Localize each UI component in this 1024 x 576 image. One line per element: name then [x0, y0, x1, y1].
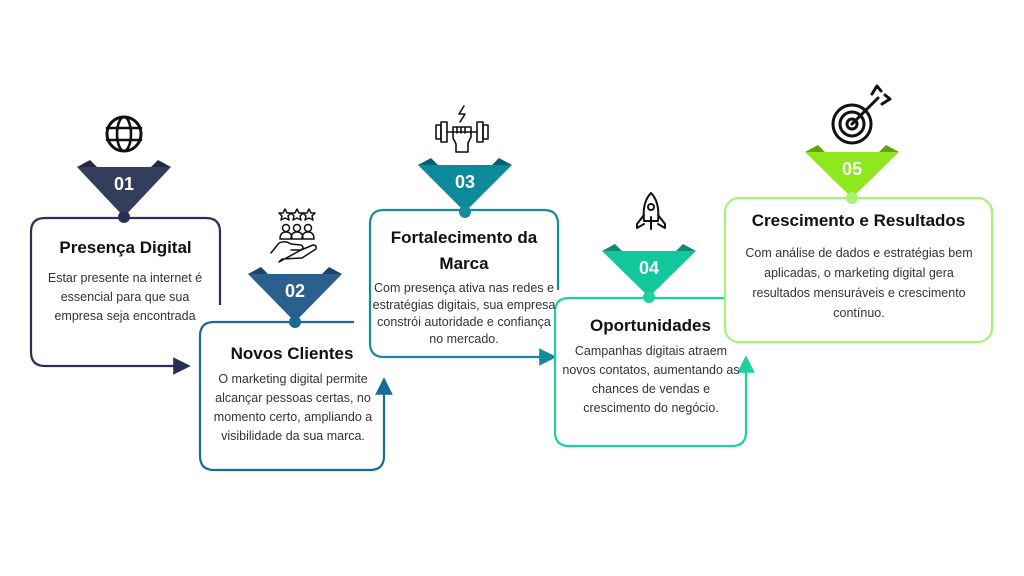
funnel-triangle	[602, 251, 696, 297]
funnel-wing-left	[248, 267, 268, 274]
funnel-wing-left	[805, 145, 825, 152]
connector-dot	[118, 211, 130, 223]
dumbbell-fist-icon	[435, 105, 489, 153]
step-2-box	[198, 320, 393, 472]
funnel-wing-right	[879, 145, 899, 152]
rocket-icon	[636, 192, 666, 230]
step-3-box	[368, 208, 560, 366]
step-5-description: Com análise de dados e estratégias bem a…	[745, 246, 973, 320]
step-1-number: 01	[114, 174, 134, 194]
funnel-triangle	[805, 152, 899, 198]
step-4-title: Oportunidades	[590, 316, 711, 335]
funnel-triangle	[418, 165, 512, 212]
connector-dot	[643, 291, 655, 303]
step-2-description: O marketing digital permite alcançar pes…	[213, 372, 373, 443]
step-4-description: Campanhas digitais atraem novos contatos…	[562, 344, 740, 415]
step-3-title: Fortalecimento da Marca	[390, 228, 538, 273]
step-5-box	[723, 196, 994, 344]
target-icon	[831, 84, 892, 145]
funnel-wing-right	[492, 158, 512, 165]
funnel-wing-left	[418, 158, 438, 165]
step-4-box	[553, 296, 755, 448]
funnel-triangle	[77, 167, 171, 217]
step-2-funnel: 02	[248, 267, 342, 328]
step-1-description: Estar presente na internet é essencial p…	[47, 271, 203, 323]
funnel-triangle	[248, 274, 342, 322]
step-3-number: 03	[455, 172, 475, 192]
step-2-title: Novos Clientes	[230, 344, 354, 363]
globe-icon	[105, 115, 143, 153]
step-5-title: Crescimento e Resultados	[751, 211, 966, 230]
step-4-number: 04	[639, 258, 659, 278]
step-3-funnel: 03	[418, 158, 512, 218]
funnel-wing-right	[676, 244, 696, 251]
step-5-funnel: 05	[805, 145, 899, 204]
funnel-wing-right	[151, 160, 171, 167]
funnel-wing-left	[602, 244, 622, 251]
connector-dot	[289, 316, 301, 328]
connector-dot	[459, 206, 471, 218]
step-2-number: 02	[285, 281, 305, 301]
funnel-wing-right	[322, 267, 342, 274]
step-3-description: Com presença ativa nas redes e estratégi…	[372, 281, 556, 346]
step-1-box	[29, 216, 222, 375]
step-1-funnel: 01	[77, 160, 171, 223]
step-1-title: Presença Digital	[59, 238, 192, 257]
funnel-wing-left	[77, 160, 97, 167]
customers-hand-icon	[270, 208, 317, 263]
connector-dot	[846, 192, 858, 204]
step-5-number: 05	[842, 159, 862, 179]
step-4-funnel: 04	[602, 244, 696, 303]
